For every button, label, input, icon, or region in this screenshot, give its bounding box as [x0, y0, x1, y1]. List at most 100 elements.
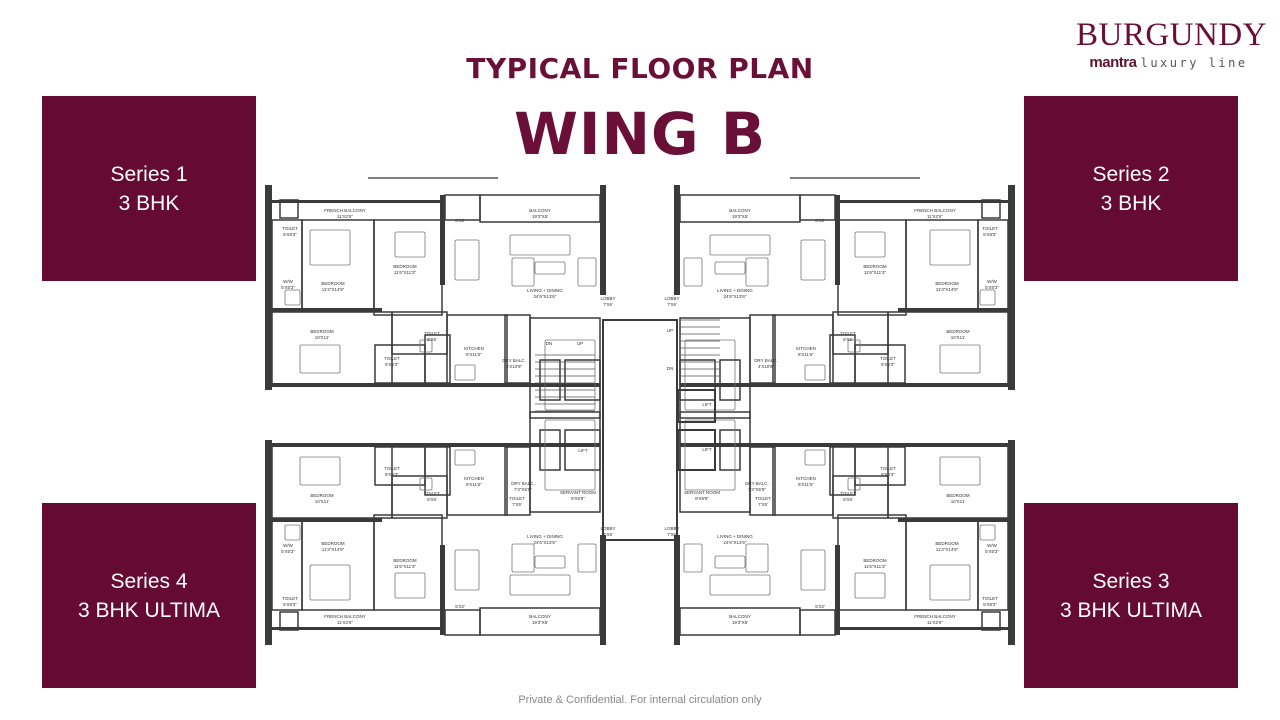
- series-3-unit-furniture: [804, 449, 826, 466]
- series-name: Series 2: [1092, 162, 1170, 186]
- series-3-unit-room-outline: [832, 475, 889, 519]
- series-4-unit-room-outline: [424, 446, 451, 496]
- series-1-unit-room-outline: [424, 334, 451, 384]
- series-1-box: Series 1 3 BHK: [42, 96, 256, 281]
- footer-note: Private & Confidential. For internal cir…: [518, 694, 762, 706]
- series-type: 3 BHK: [118, 191, 180, 215]
- series-3-unit-room-outline: [837, 514, 907, 611]
- series-1-unit-furniture: [509, 234, 571, 256]
- series-1-unit-furniture: [577, 257, 597, 287]
- series-4-unit-wall: [272, 518, 382, 522]
- series-2-unit-room-outline: [854, 344, 906, 384]
- logo-sub-brand: mantra: [1089, 54, 1137, 71]
- series-1-unit-wall: [272, 308, 382, 312]
- series-1-unit-furniture: [309, 229, 351, 266]
- series-1-unit-furniture: [299, 344, 341, 374]
- room-label: DRY BALC.4'X10'9": [754, 358, 778, 369]
- series-2-unit-wall: [1008, 185, 1015, 390]
- series-2-unit-furniture: [854, 231, 886, 258]
- series-1-unit-furniture: [534, 261, 566, 275]
- series-4-unit-furniture: [454, 449, 476, 466]
- core-label: UP: [577, 341, 583, 346]
- series-4-unit-furniture: [394, 572, 426, 599]
- series-1-unit-room-outline: [504, 314, 531, 384]
- series-2-unit-furniture: [800, 239, 826, 281]
- room-label: DRY BALC.7'3"X5'9": [511, 481, 535, 492]
- series-2-unit-wall: [674, 185, 680, 295]
- series-2-unit-furniture: [804, 364, 826, 381]
- series-1-unit-room-outline: [373, 219, 443, 316]
- series-4-unit-furniture: [509, 574, 571, 596]
- core-label: LIFT: [578, 448, 588, 453]
- series-3-unit-furniture: [714, 555, 746, 569]
- series-3-unit-furniture: [979, 524, 996, 541]
- series-type: 3 BHK: [1100, 191, 1162, 215]
- series-1-unit-room-outline: [279, 199, 299, 219]
- core-label: LIFT: [702, 447, 712, 452]
- series-3-unit-wall: [898, 518, 1008, 522]
- series-2-unit-room-outline: [799, 194, 836, 221]
- room-label: 5'X2': [455, 604, 465, 609]
- series-2-unit-furniture: [714, 261, 746, 275]
- series-4-unit-room-outline: [446, 444, 508, 516]
- logo-subline: mantra luxury line: [1076, 54, 1261, 71]
- series-4-unit-furniture: [511, 543, 535, 573]
- series-1-unit-room-outline: [446, 314, 508, 386]
- series-2-unit-furniture: [683, 257, 703, 287]
- series-2-unit-room-outline: [749, 314, 776, 384]
- series-1-unit-wall: [265, 185, 272, 390]
- series-3-unit-wall: [680, 443, 1015, 447]
- core-label: LIFT: [702, 402, 712, 407]
- logo-tagline: luxury line: [1140, 56, 1248, 70]
- series-1-unit-room-outline: [539, 429, 561, 471]
- series-3-unit-furniture: [847, 477, 861, 491]
- series-3-unit-room-outline: [981, 611, 1001, 631]
- series-4-unit-furniture: [299, 456, 341, 486]
- series-2-unit-furniture: [939, 344, 981, 374]
- series-1-unit-furniture: [511, 257, 535, 287]
- series-1-unit-furniture: [284, 289, 301, 306]
- series-1-unit-furniture: [544, 339, 596, 411]
- series-name: Series 4: [110, 569, 188, 593]
- series-1-unit-furniture: [394, 231, 426, 258]
- series-2-unit-room-outline: [981, 199, 1001, 219]
- series-3-unit-room-outline: [679, 359, 716, 401]
- series-1-unit-room-outline: [444, 194, 481, 221]
- series-3-unit-furniture: [854, 572, 886, 599]
- series-1-unit-furniture: [419, 339, 433, 353]
- series-4-unit-room-outline: [391, 475, 448, 519]
- series-3-unit-furniture: [684, 419, 736, 491]
- series-3-unit-room-outline: [799, 609, 836, 636]
